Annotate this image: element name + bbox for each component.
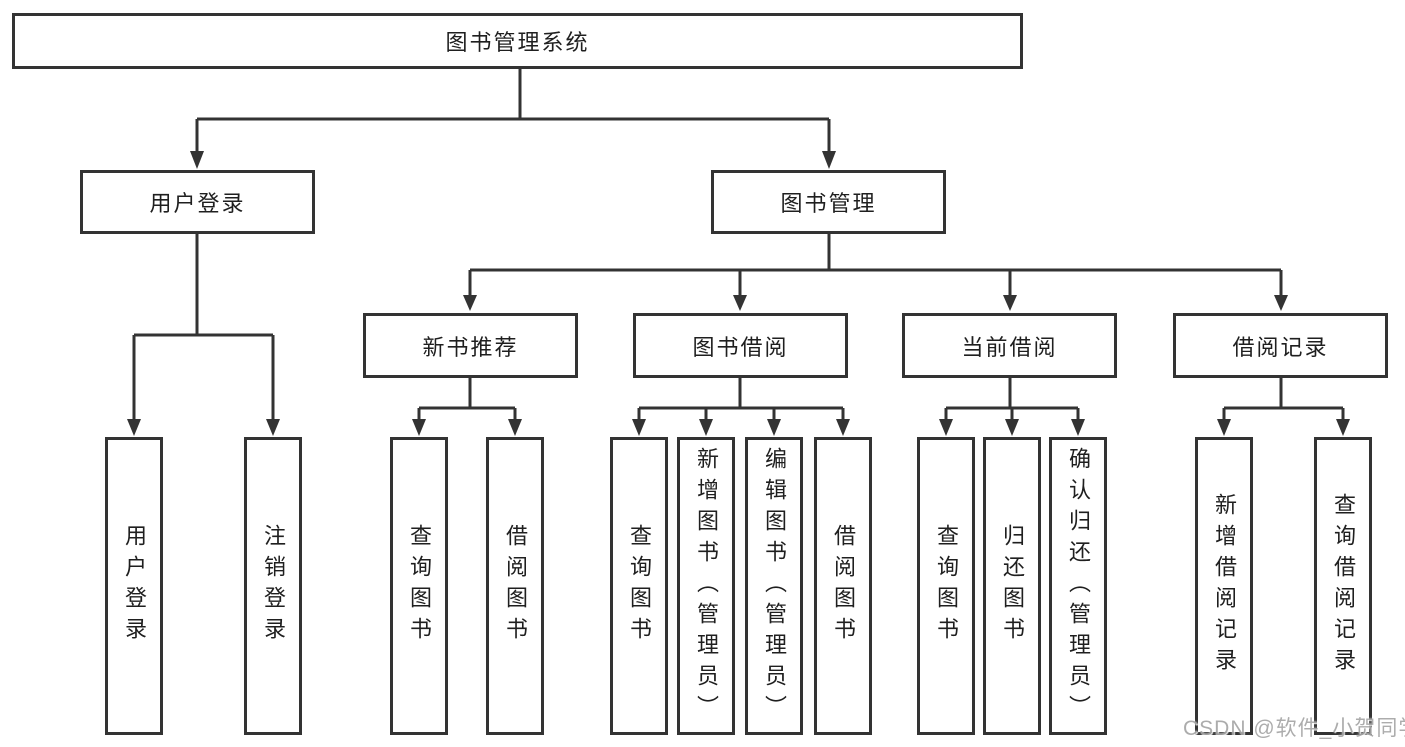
arrow-head: [939, 419, 953, 436]
leaf-query-borrow-record: 查询借阅记录: [1314, 437, 1372, 735]
node-user-login: 用户登录: [80, 170, 315, 234]
leaf-query-books-recommend: 查询图书: [390, 437, 448, 735]
connector-current-borrow-to-leaves: [939, 378, 1085, 436]
node-current-borrow: 当前借阅: [902, 313, 1117, 378]
arrow-head: [1274, 295, 1288, 311]
leaf-confirm-return-admin: 确认归还（管理员）: [1049, 437, 1107, 735]
arrow-head: [463, 295, 477, 311]
arrow-head: [412, 419, 426, 436]
arrow-head: [1336, 419, 1350, 436]
leaf-return-books: 归还图书: [983, 437, 1041, 735]
node-new-book-recommend: 新书推荐: [363, 313, 578, 378]
node-library-management-system: 图书管理系统: [12, 13, 1023, 69]
leaf-borrow-books-recommend: 借阅图书: [486, 437, 544, 735]
node-book-borrow: 图书借阅: [633, 313, 848, 378]
connector-user-login-to-leaves: [127, 234, 280, 436]
connector-book-borrow-to-leaves: [632, 378, 850, 436]
leaf-query-books-current: 查询图书: [917, 437, 975, 735]
connector-root-to-level2: [190, 69, 836, 169]
arrow-head: [699, 419, 713, 436]
arrow-head: [1071, 419, 1085, 436]
leaf-logout-login: 注销登录: [244, 437, 302, 735]
node-borrow-records: 借阅记录: [1173, 313, 1388, 378]
connector-borrow-records-to-leaves: [1217, 378, 1350, 436]
arrow-head: [266, 419, 280, 436]
arrow-head: [127, 419, 141, 436]
arrow-head: [508, 419, 522, 436]
arrow-head: [836, 419, 850, 436]
arrow-head: [767, 419, 781, 436]
arrow-head: [822, 151, 836, 169]
leaf-add-books-admin: 新增图书（管理员）: [677, 437, 735, 735]
leaf-borrow-books-borrow: 借阅图书: [814, 437, 872, 735]
leaf-user-login: 用户登录: [105, 437, 163, 735]
node-book-management: 图书管理: [711, 170, 946, 234]
arrow-head: [1005, 419, 1019, 436]
csdn-watermark: CSDN @软件_小贺同学: [1183, 717, 1405, 740]
arrow-head: [190, 151, 204, 169]
arrow-head: [1217, 419, 1231, 436]
leaf-query-books-borrow: 查询图书: [610, 437, 668, 735]
leaf-edit-books-admin: 编辑图书（管理员）: [745, 437, 803, 735]
connector-new-book-recommend-to-leaves: [412, 378, 522, 436]
leaf-add-borrow-record: 新增借阅记录: [1195, 437, 1253, 735]
connector-book-management-to-level3: [463, 234, 1288, 311]
arrow-head: [632, 419, 646, 436]
arrow-head: [733, 295, 747, 311]
arrow-head: [1003, 295, 1017, 311]
